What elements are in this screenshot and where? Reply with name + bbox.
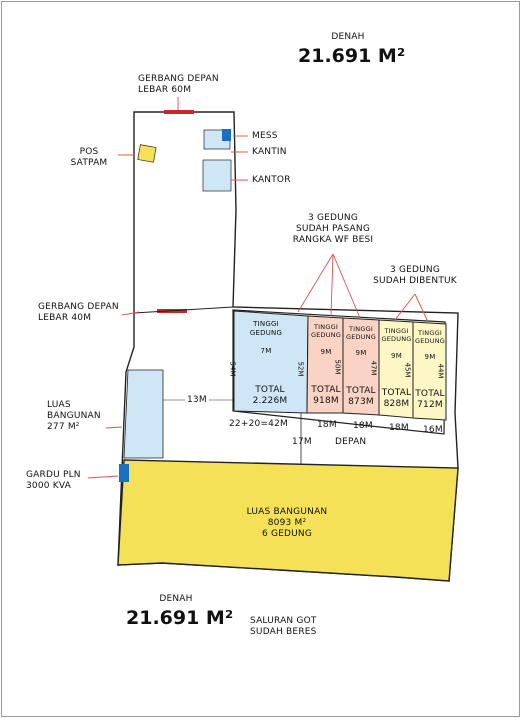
- gate-front-line1: GERBANG DEPAN: [138, 74, 219, 84]
- b5-tinggi: TINGGI: [418, 329, 442, 337]
- saluran-line2: SUDAH BERES: [250, 627, 317, 637]
- b3-area: 873M: [348, 397, 374, 407]
- bottom-title-area: 21.691 M²: [126, 607, 234, 629]
- b1-area: 2.226M: [252, 396, 288, 406]
- b1-left-dim: 54M: [228, 361, 237, 377]
- b3-tinggi: TINGGI: [349, 325, 373, 333]
- mess-marker: [222, 129, 231, 141]
- luas-small-line1: LUAS: [47, 400, 71, 410]
- dim-17m: 17M: [292, 437, 312, 447]
- note-rangka-line3: RANGKA WF BESI: [292, 235, 374, 245]
- kantor-label: KANTOR: [252, 175, 291, 185]
- top-title-area: 21.691 M²: [298, 45, 406, 67]
- dim-13m: 13M: [185, 395, 209, 406]
- note-dibentuk-line1: 3 GEDUNG: [389, 265, 441, 275]
- mess-label: MESS: [252, 131, 278, 141]
- note-dibentuk-line2: SUDAH DIBENTUK: [373, 276, 457, 286]
- gardu-line2: 3000 KVA: [26, 481, 72, 491]
- note-rangka-line1: 3 GEDUNG: [307, 213, 359, 223]
- pos-satpam-shape: [137, 144, 157, 163]
- big-building-line1: LUAS BANGUNAN: [246, 507, 328, 517]
- luas-small-line2: BANGUNAN: [47, 411, 101, 421]
- small-building-shape: [123, 369, 164, 459]
- b4-height: 9M: [391, 352, 402, 360]
- b2-right-dim: 50M: [333, 359, 342, 375]
- b2-total: TOTAL: [311, 385, 341, 395]
- luas-small-line3: 277 M²: [47, 422, 80, 432]
- dim-18m-a: 18M: [317, 420, 337, 430]
- b5-right-dim: 44M: [436, 363, 445, 379]
- gate-front: [164, 110, 194, 114]
- b3-gedung: GEDUNG: [345, 333, 376, 341]
- b4-area: 828M: [383, 399, 410, 409]
- b2-height: 9M: [320, 348, 332, 356]
- saluran-line1: SALURAN GOT: [250, 616, 317, 626]
- gardu-line1: GARDU PLN: [26, 470, 81, 480]
- gardu-shape: [119, 464, 129, 482]
- dim-18m-c: 18M: [389, 423, 409, 433]
- b3-right-dim: 47M: [369, 360, 378, 376]
- b1-total: TOTAL: [255, 385, 285, 395]
- dim-42m: 22+20=42M: [229, 419, 289, 429]
- b4-gedung: GEDUNG: [381, 335, 412, 343]
- top-title-label: DENAH: [331, 32, 365, 42]
- b1-gedung: GEDUNG: [249, 329, 283, 337]
- gate-front-line2: LEBAR 60M: [138, 85, 192, 95]
- annotation-arrows: [87, 97, 429, 479]
- note-rangka-line2: SUDAH PASANG: [295, 224, 370, 234]
- depan-label: DEPAN: [335, 437, 367, 447]
- big-building-line3: 6 GEDUNG: [261, 529, 313, 539]
- b4-total: TOTAL: [381, 388, 412, 398]
- b5-height: 9M: [424, 353, 436, 361]
- pos-satpam-line1: POS: [79, 147, 99, 157]
- b2-gedung: GEDUNG: [310, 331, 341, 339]
- b5-area: 712M: [417, 400, 443, 410]
- dim-18m-b: 18M: [353, 421, 373, 431]
- gate-side-line2: LEBAR 40M: [38, 313, 92, 323]
- b1-right-dim: 52M: [296, 361, 305, 377]
- b2-area: 918M: [313, 396, 339, 406]
- big-building-line2: 8093 M²: [267, 518, 307, 528]
- b1-tinggi: TINGGI: [253, 320, 279, 328]
- b4-tinggi: TINGGI: [384, 327, 409, 335]
- bottom-title-label: DENAH: [159, 594, 193, 604]
- kantor-shape: [202, 159, 232, 192]
- kantin-label: KANTIN: [252, 147, 287, 157]
- b5-gedung: GEDUNG: [414, 337, 445, 345]
- gate-side-line1: GERBANG DEPAN: [38, 302, 119, 312]
- b4-right-dim: 45M: [403, 362, 412, 378]
- b2-tinggi: TINGGI: [314, 323, 338, 331]
- big-building-shape: [117, 459, 459, 582]
- building-row-outline: [232, 309, 446, 435]
- b3-total: TOTAL: [346, 386, 376, 396]
- b5-total: TOTAL: [415, 389, 445, 399]
- b1-height: 7M: [260, 347, 272, 355]
- b3-height: 9M: [355, 349, 367, 357]
- building-5-shape: [412, 321, 447, 421]
- dim-16m: 16M: [423, 425, 443, 435]
- pos-satpam-line2: SATPAM: [70, 158, 108, 168]
